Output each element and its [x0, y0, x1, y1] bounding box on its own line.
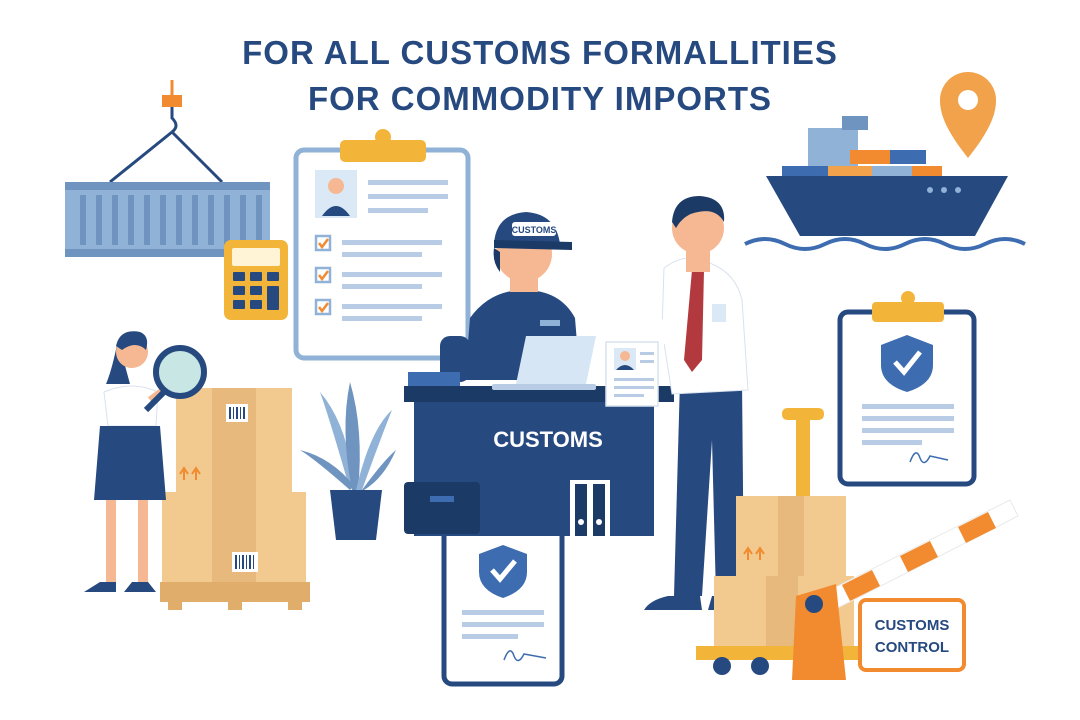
- control-sign-line-2: CONTROL: [875, 639, 949, 656]
- control-sign-line-1: CUSTOMS: [875, 617, 950, 634]
- shipping-container-icon: [65, 80, 270, 257]
- cardboard-box-icon: [160, 388, 310, 610]
- signature-icon: [909, 452, 949, 464]
- businessman: [630, 196, 749, 610]
- shield-check-icon: [881, 335, 933, 392]
- barrier-gate-icon: [792, 499, 1019, 680]
- headline-line-1: FOR ALL CUSTOMS FORMALLITIES: [242, 34, 838, 71]
- magnifying-glass-icon: [143, 345, 207, 413]
- cargo-ship-icon: [744, 116, 1026, 251]
- desk-sign-text: CUSTOMS: [493, 427, 603, 452]
- headline-line-2: FOR COMMODITY IMPORTS: [307, 80, 773, 117]
- binder-icon: [570, 480, 610, 538]
- calculator-icon: [224, 240, 288, 320]
- location-pin-icon: [940, 72, 996, 158]
- clipboard-shield-right: [837, 291, 977, 487]
- cap-badge-text: CUSTOMS: [512, 225, 557, 235]
- customs-control-sign: CUSTOMS CONTROL: [858, 598, 966, 672]
- clipboard-checklist-icon: [293, 129, 471, 361]
- shield-check-icon: [479, 545, 527, 598]
- plant-icon: [300, 382, 396, 540]
- signature-icon: [503, 650, 547, 662]
- passport-document: [605, 341, 659, 407]
- laptop-icon: [492, 336, 596, 390]
